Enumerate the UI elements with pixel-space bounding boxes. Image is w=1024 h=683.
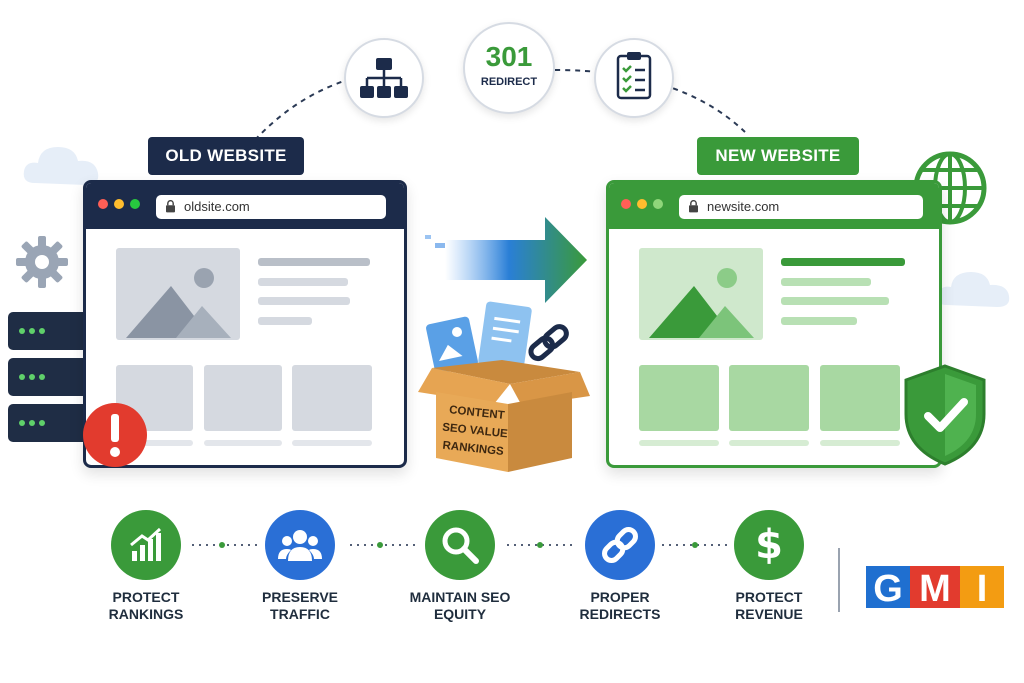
content-box-icon xyxy=(418,301,590,472)
content-card xyxy=(820,365,900,431)
preserve-traffic-circle xyxy=(265,510,335,580)
old-website-label: OLD WEBSITE xyxy=(148,137,304,175)
gmi-logo: G M I xyxy=(866,564,1006,610)
maintain-seo-equity-circle xyxy=(425,510,495,580)
sitemap-circle xyxy=(344,38,424,118)
benefit-label: PRESERVE TRAFFIC xyxy=(225,589,375,623)
text-line xyxy=(258,317,312,325)
text-line xyxy=(729,440,809,446)
shield-check-icon xyxy=(904,364,986,466)
migration-arrow-icon xyxy=(425,217,587,303)
dollar-icon: $ xyxy=(755,522,783,568)
minimize-dot xyxy=(114,199,124,209)
gmi-logo-graphic: G M I xyxy=(866,566,1004,610)
chart-up-icon xyxy=(130,527,162,561)
old-address-bar[interactable]: oldsite.com xyxy=(156,195,386,219)
image-placeholder-icon xyxy=(126,268,231,338)
new-browser-bar: newsite.com xyxy=(609,183,939,229)
alert-icon xyxy=(83,403,147,467)
text-line xyxy=(258,278,348,286)
protect-revenue-circle: $ xyxy=(734,510,804,580)
users-icon xyxy=(278,530,322,561)
old-browser-bar: oldsite.com xyxy=(86,183,404,229)
svg-text:I: I xyxy=(977,568,988,610)
text-line xyxy=(781,297,889,305)
benefit-label: PROTECT REVENUE xyxy=(694,589,844,623)
benefit-line: PROTECT xyxy=(735,589,803,605)
sitemap-icon xyxy=(360,58,408,98)
benefit-line: TRAFFIC xyxy=(270,606,330,622)
text-line xyxy=(781,278,871,286)
lock-icon xyxy=(689,200,698,213)
content-card xyxy=(729,365,809,431)
maximize-dot xyxy=(130,199,140,209)
text-line xyxy=(116,440,193,446)
old-url-text: oldsite.com xyxy=(184,199,250,214)
text-line xyxy=(258,297,350,305)
content-card xyxy=(639,365,719,431)
redirect-code: 301 xyxy=(485,41,533,72)
new-url-text: newsite.com xyxy=(707,199,780,214)
new-website-window: newsite.com xyxy=(606,180,942,468)
link-icon xyxy=(602,527,638,563)
text-line xyxy=(639,440,719,446)
checklist-icon xyxy=(616,52,652,100)
old-hero-image xyxy=(116,248,240,340)
redirect-301-circle: 301 REDIRECT xyxy=(463,22,555,114)
old-website-window: oldsite.com xyxy=(83,180,407,468)
benefit-connectors xyxy=(192,542,727,548)
divider xyxy=(838,548,840,612)
benefit-line: REDIRECTS xyxy=(579,606,661,622)
close-dot xyxy=(98,199,108,209)
image-placeholder-icon xyxy=(649,268,754,338)
proper-redirects-circle xyxy=(585,510,655,580)
protect-rankings-circle xyxy=(111,510,181,580)
text-line xyxy=(292,440,372,446)
svg-text:M: M xyxy=(919,568,951,610)
benefit-label: PROPER REDIRECTS xyxy=(545,589,695,623)
box-labels: CONTENT SEO VALUE RANKINGS xyxy=(427,399,522,462)
cloud-icon xyxy=(23,147,99,185)
redirect-label: REDIRECT xyxy=(480,76,538,88)
benefit-line: EQUITY xyxy=(433,606,487,622)
content-card xyxy=(292,365,372,431)
cloud-icon xyxy=(937,272,1010,307)
text-line xyxy=(258,258,370,266)
new-website-label: NEW WEBSITE xyxy=(697,137,859,175)
server-icon xyxy=(8,312,90,442)
text-line xyxy=(204,440,282,446)
new-hero-image xyxy=(639,248,763,340)
benefit-line: MAINTAIN SEO xyxy=(409,589,511,605)
maximize-dot xyxy=(653,199,663,209)
gear-icon xyxy=(16,236,68,288)
content-card xyxy=(204,365,282,431)
benefit-line: PROPER xyxy=(590,589,650,605)
new-address-bar[interactable]: newsite.com xyxy=(679,195,923,219)
close-dot xyxy=(621,199,631,209)
text-line xyxy=(781,258,905,266)
lock-icon xyxy=(166,200,175,213)
text-line xyxy=(820,440,900,446)
minimize-dot xyxy=(637,199,647,209)
search-icon xyxy=(442,527,479,564)
benefit-line: REVENUE xyxy=(735,606,803,622)
benefit-line: PROTECT xyxy=(112,589,180,605)
checklist-circle xyxy=(594,38,674,118)
benefit-label: MAINTAIN SEO EQUITY xyxy=(385,589,535,623)
benefit-label: PROTECT RANKINGS xyxy=(71,589,221,623)
svg-text:G: G xyxy=(873,568,903,610)
benefit-line: RANKINGS xyxy=(108,606,184,622)
text-line xyxy=(781,317,857,325)
benefit-line: PRESERVE xyxy=(262,589,338,605)
